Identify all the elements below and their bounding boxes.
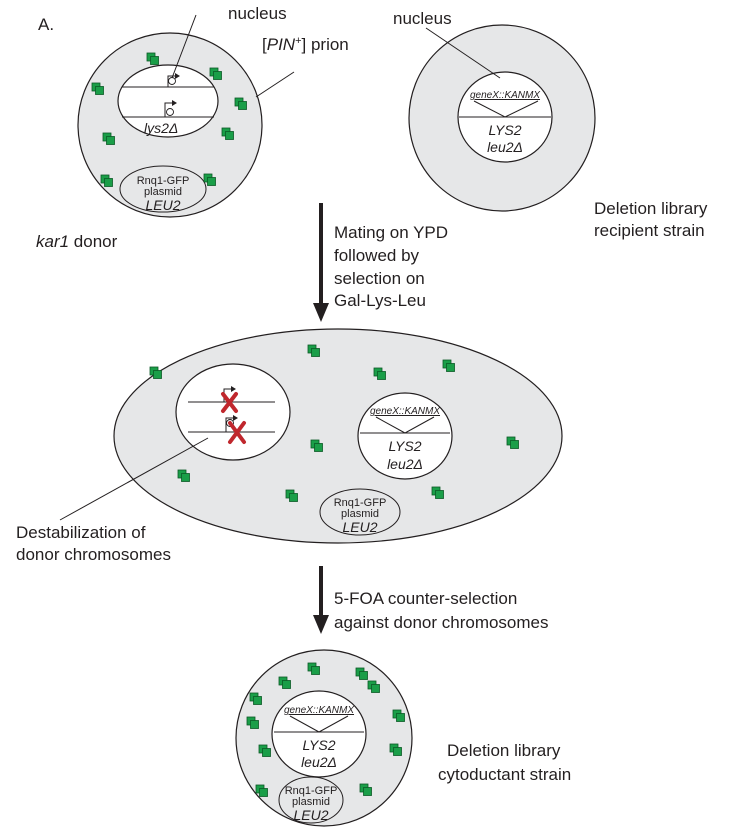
svg-text:leu2Δ: leu2Δ bbox=[387, 456, 423, 472]
promoter-arrow-icon bbox=[164, 102, 172, 117]
recipient-cell: geneX::KANMX LYS2 leu2Δ bbox=[408, 24, 596, 212]
plasmid-label: plasmid bbox=[144, 186, 182, 198]
cyto-label-line2: cytoductant strain bbox=[438, 765, 571, 784]
svg-text:Rnq1-GFP: Rnq1-GFP bbox=[334, 497, 387, 509]
down-arrow-icon bbox=[313, 566, 329, 634]
donor-lys2-label: lys2Δ bbox=[144, 120, 178, 136]
rnq1-plasmid bbox=[319, 488, 401, 536]
svg-text:geneX::KANMX: geneX::KANMX bbox=[284, 705, 354, 716]
leu2-delta-label: leu2Δ bbox=[487, 139, 523, 155]
genex-label: geneX::KANMX bbox=[470, 90, 540, 101]
step1-line3: selection on bbox=[334, 269, 425, 288]
promoter-arrow-icon bbox=[225, 417, 233, 432]
heterokaryon-cell: geneX::KANMX LYS2 leu2Δ Rnq1-GFP plasmid… bbox=[113, 328, 563, 544]
svg-text:LYS2: LYS2 bbox=[389, 438, 422, 454]
cyto-label-line1: Deletion library bbox=[447, 741, 561, 760]
rnq1-plasmid bbox=[278, 776, 344, 824]
recipient-label-line2: recipient strain bbox=[594, 221, 705, 240]
svg-text:LEU2: LEU2 bbox=[342, 519, 377, 535]
prion-label: [PIN+] prion bbox=[262, 35, 349, 54]
recipient-nucleus bbox=[271, 690, 367, 778]
recipient-label-line1: Deletion library bbox=[594, 199, 708, 218]
donor-nucleus-label: nucleus bbox=[228, 4, 287, 23]
panel-label: A. bbox=[38, 15, 54, 34]
step2-line1: 5-FOA counter-selection bbox=[334, 589, 517, 608]
rnq1-label: Rnq1-GFP bbox=[137, 175, 190, 187]
cross-mark-icon bbox=[221, 392, 238, 413]
recipient-nucleus bbox=[357, 392, 453, 480]
donor-nucleus bbox=[117, 64, 219, 138]
prion-pointer-line bbox=[255, 71, 295, 98]
svg-text:LYS2: LYS2 bbox=[303, 737, 336, 753]
step1-line1: Mating on YPD bbox=[334, 223, 448, 242]
lys2-label: LYS2 bbox=[489, 122, 522, 138]
donor-nucleus-destabilized bbox=[175, 363, 291, 461]
down-arrow-icon bbox=[313, 203, 329, 322]
svg-text:plasmid: plasmid bbox=[341, 508, 379, 520]
svg-text:leu2Δ: leu2Δ bbox=[301, 754, 337, 770]
destab-line1: Destabilization of bbox=[16, 523, 146, 542]
step1-line4: Gal-Lys-Leu bbox=[334, 291, 426, 310]
svg-text:LEU2: LEU2 bbox=[293, 807, 328, 823]
svg-text:Rnq1-GFP: Rnq1-GFP bbox=[285, 785, 338, 797]
leu2-label: LEU2 bbox=[145, 197, 180, 213]
destabilization-pointer-line bbox=[59, 437, 209, 521]
cytoductant-cell: geneX::KANMX LYS2 leu2Δ Rnq1-GFP plasmid… bbox=[235, 649, 413, 827]
recipient-nucleus-label: nucleus bbox=[393, 9, 452, 28]
kar1-donor-label: kar1 donor bbox=[36, 232, 118, 251]
destab-line2: donor chromosomes bbox=[16, 545, 171, 564]
svg-text:plasmid: plasmid bbox=[292, 796, 330, 808]
nucleus-pointer-line bbox=[171, 14, 197, 79]
cross-mark-icon bbox=[228, 421, 246, 444]
donor-cell: lys2Δ Rnq1-GFP plasmid LEU2 bbox=[77, 32, 263, 218]
step2-line2: against donor chromosomes bbox=[334, 613, 549, 632]
rnq1-plasmid bbox=[119, 165, 207, 213]
svg-text:geneX::KANMX: geneX::KANMX bbox=[370, 406, 440, 417]
step1-line2: followed by bbox=[334, 246, 420, 265]
nucleus-pointer-line bbox=[425, 27, 501, 79]
